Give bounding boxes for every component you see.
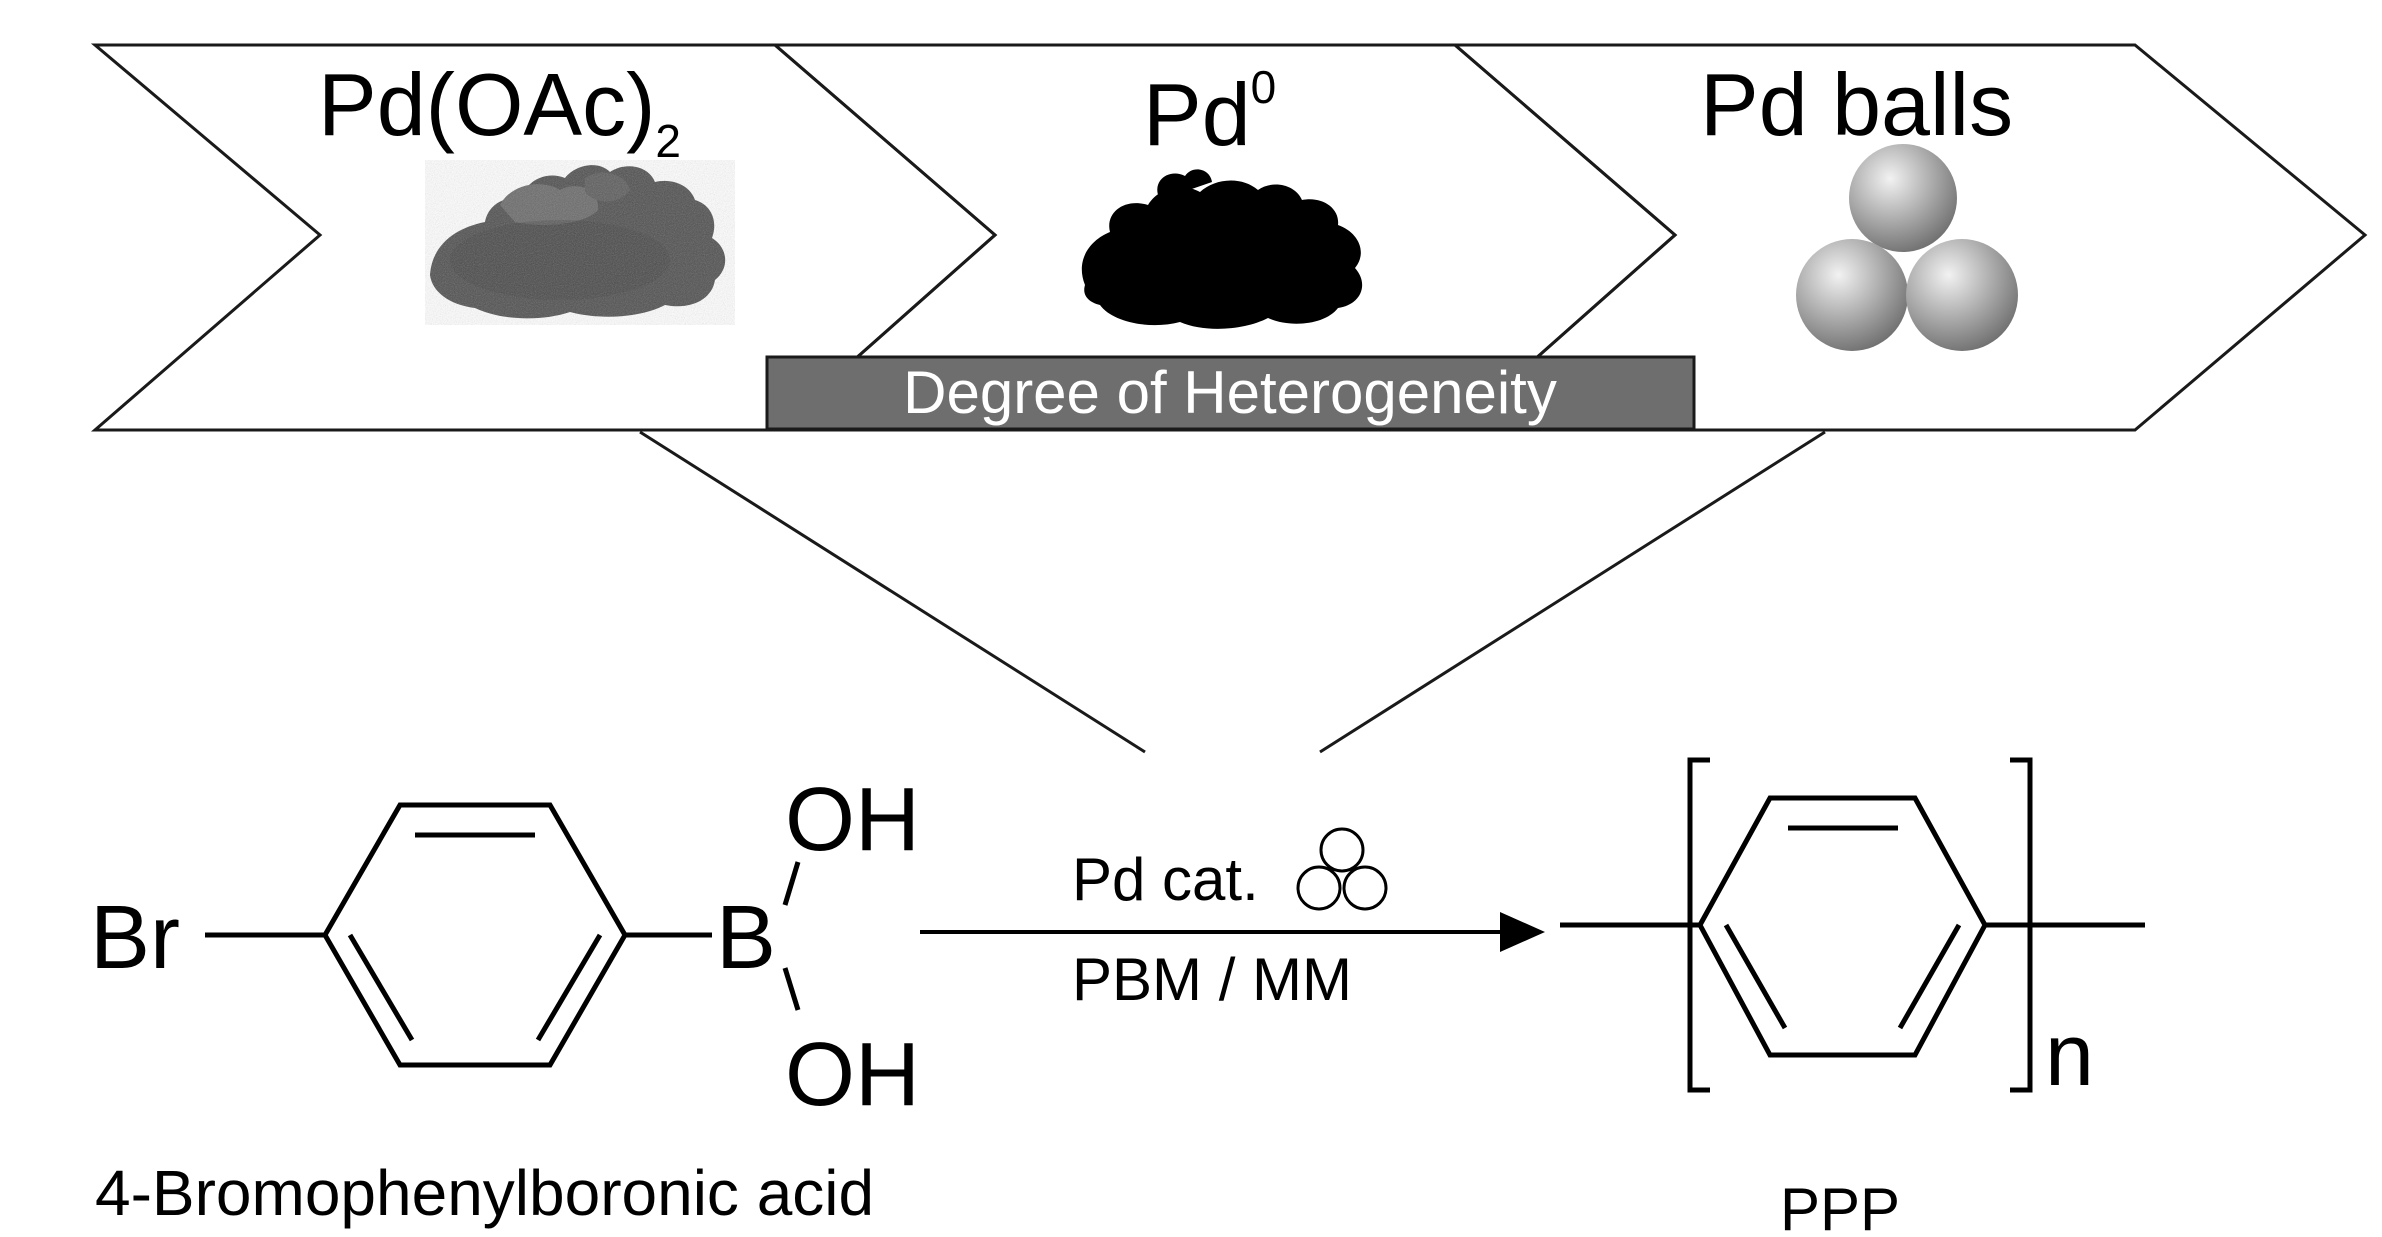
black-powder-pile-icon	[1081, 169, 1363, 329]
conditions-label: PBM / MM	[1072, 946, 1352, 1013]
funnel-lines	[639, 430, 1826, 754]
heterogeneity-bar	[765, 355, 1696, 431]
three-circles-icon	[1296, 827, 1388, 911]
reactant-structure	[205, 802, 801, 1068]
stage1-title: Pd(OAc)2	[318, 55, 681, 167]
heterogeneity-label: Degree of Heterogeneity	[903, 359, 1557, 426]
grey-powder-pile-icon	[425, 160, 735, 325]
left-bracket	[1687, 757, 1710, 1093]
hydroxyl-top-label: OH	[785, 770, 920, 870]
product-name: PPP	[1780, 1176, 1900, 1237]
bromine-label: Br	[90, 888, 180, 988]
catalyst-label: Pd cat.	[1072, 846, 1259, 913]
right-bracket	[2010, 757, 2033, 1093]
boron-label: B	[716, 888, 776, 988]
stage3-title: Pd balls	[1700, 55, 2013, 154]
chevron-stage-3	[1450, 43, 2368, 432]
reactant-name: 4-Bromophenylboronic acid	[95, 1157, 874, 1229]
product-structure	[1560, 757, 2145, 1093]
three-grey-spheres-icon	[1796, 144, 2018, 351]
repeat-index-label: n	[2045, 1005, 2094, 1104]
hydroxyl-bottom-label: OH	[785, 1025, 920, 1125]
stage2-title: Pd0	[1143, 61, 1276, 164]
reaction-arrow	[920, 912, 1545, 952]
